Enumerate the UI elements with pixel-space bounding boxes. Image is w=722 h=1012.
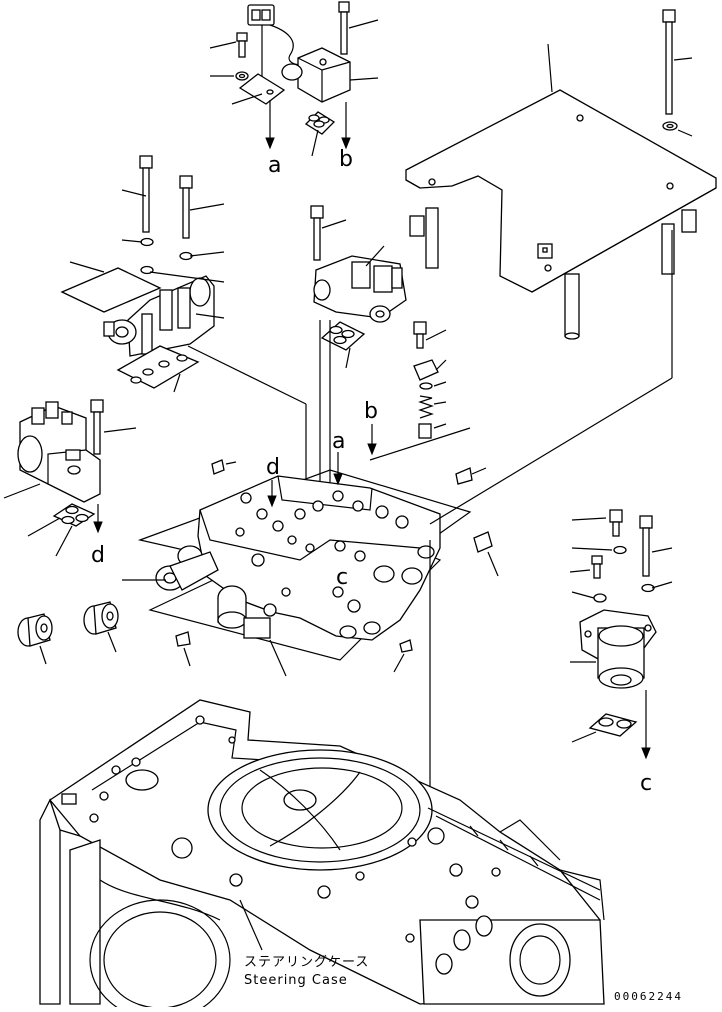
case-label-english: Steering Case (244, 973, 348, 988)
main-valve-body: b a d c (122, 230, 673, 830)
ref-b-mid: b (364, 399, 378, 424)
rubber-plugs (17, 601, 119, 665)
left-valve-assembly (60, 155, 307, 512)
ref-a-top: a (268, 153, 281, 178)
ref-c-right: c (640, 771, 652, 796)
ref-b-top: b (339, 147, 353, 172)
relief-valve-stack (413, 321, 447, 439)
cover-plate-assembly (405, 9, 717, 340)
solenoid-connector-assembly: a b (209, 1, 379, 178)
steering-case: ステアリングケース Steering Case (39, 699, 605, 1012)
ref-d-mid: d (266, 455, 280, 480)
ref-d-left: d (91, 543, 105, 568)
lower-left-solenoid-assembly: d (3, 399, 137, 568)
case-label-japanese: ステアリングケース (244, 955, 369, 970)
drawing-number: 00062244 (614, 990, 683, 1003)
right-flange-assembly: c (569, 509, 673, 796)
ref-a-mid: a (332, 429, 345, 454)
center-valve-cluster (310, 205, 407, 520)
ref-c-mid: c (336, 565, 348, 590)
